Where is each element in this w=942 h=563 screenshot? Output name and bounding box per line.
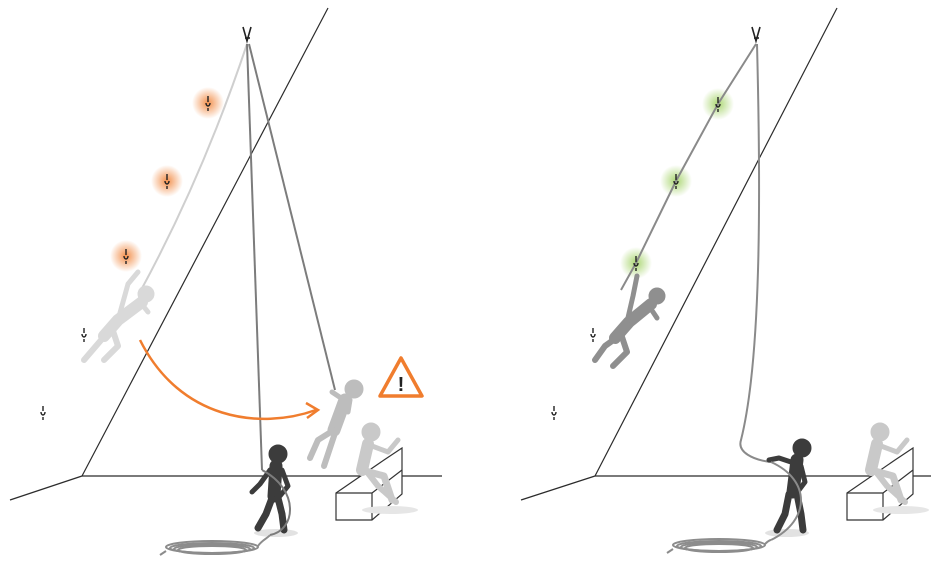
top-anchor-icon	[752, 27, 760, 41]
rope-to-belayer	[247, 44, 262, 470]
rope-to-climber-after-fall	[249, 44, 335, 390]
rope-unclipped	[140, 44, 247, 292]
quickdraw-glow-3	[110, 240, 142, 272]
fall-arrow	[140, 340, 316, 419]
rope-clipped	[621, 44, 756, 290]
warning-symbol: !	[398, 374, 405, 396]
scene-correct	[471, 0, 942, 563]
bench-shadow	[362, 506, 418, 514]
warning-triangle-icon: !	[380, 358, 422, 396]
climber-secured	[595, 276, 665, 366]
top-anchor-icon	[243, 27, 251, 41]
climber-after-fall	[310, 380, 363, 466]
rope-coil	[160, 535, 270, 555]
scene-incorrect-drawing: !	[0, 0, 471, 563]
bench-shadow	[873, 506, 929, 514]
quickdraw-glow-2	[151, 165, 183, 197]
quickdraw-glow-1	[192, 87, 224, 119]
scene-incorrect: !	[0, 0, 471, 563]
scene-correct-drawing	[471, 0, 942, 563]
rope-coil	[667, 539, 771, 553]
rope-to-belayer	[740, 44, 771, 462]
belayer	[769, 439, 811, 530]
wall-outline	[521, 8, 931, 500]
